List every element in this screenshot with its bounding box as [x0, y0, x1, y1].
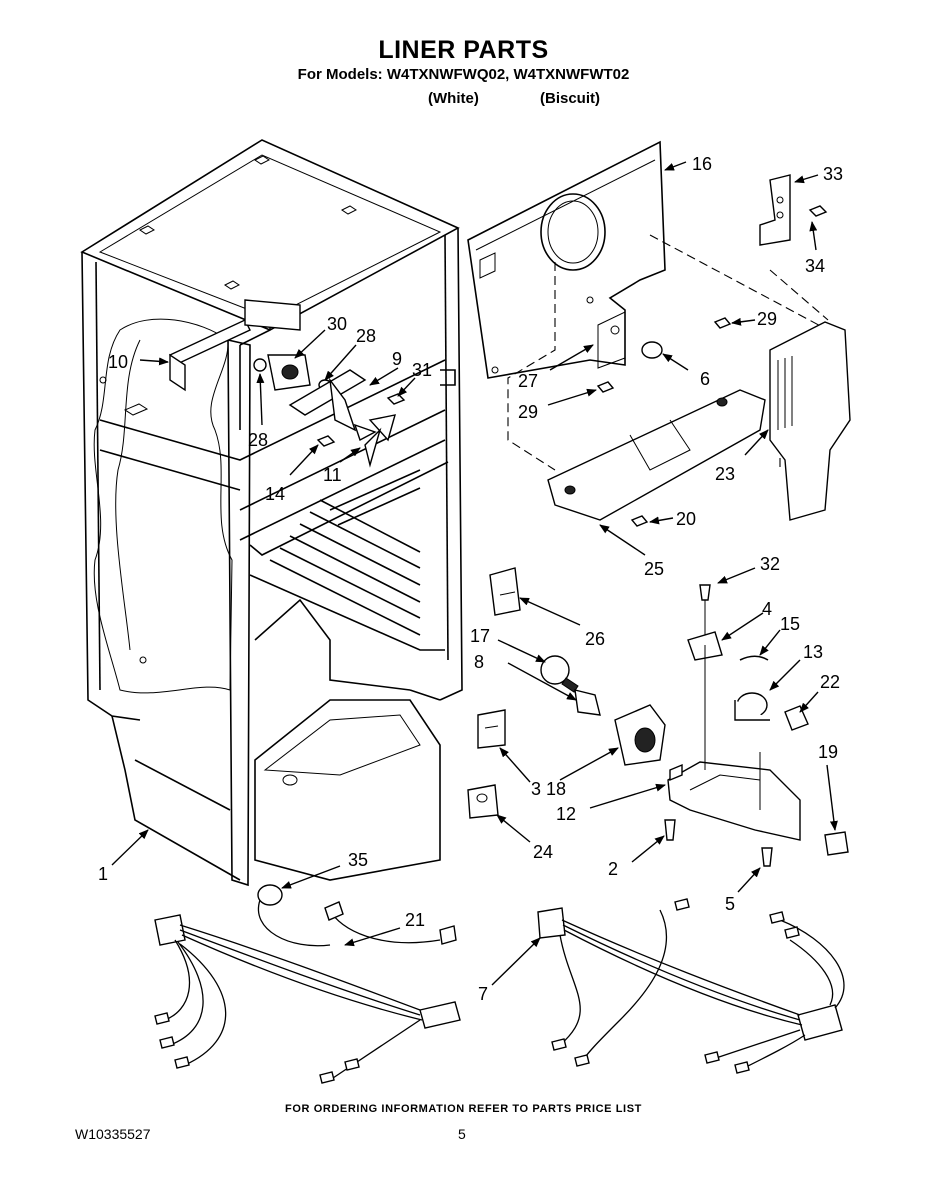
freezer-bracket-10 — [169, 299, 301, 392]
callout-8: 8 — [474, 652, 484, 672]
callout-13: 13 — [803, 642, 823, 662]
callout-4: 4 — [762, 599, 772, 619]
document-number: W10335527 — [75, 1126, 151, 1142]
fan-blade-11 — [353, 414, 396, 468]
plug-6 — [641, 341, 663, 359]
callout-18: 18 — [546, 779, 566, 799]
callout-5: 5 — [725, 894, 735, 914]
page-number: 5 — [458, 1126, 466, 1142]
screw-2 — [664, 819, 676, 841]
switch-3 — [477, 709, 506, 749]
light-socket-26 — [489, 567, 521, 616]
callout-26: 26 — [585, 629, 605, 649]
connector-19 — [824, 831, 849, 856]
wire-harness-21 — [154, 884, 461, 1084]
screw-32 — [699, 584, 711, 640]
screw-29b — [596, 381, 615, 393]
callout-numbers: 10 30 28 9 31 28 14 11 16 33 34 29 6 27 … — [98, 154, 843, 1004]
callout-12: 12 — [556, 804, 576, 824]
callout-35: 35 — [348, 850, 368, 870]
screw-20 — [630, 515, 649, 527]
callout-29a: 29 — [757, 309, 777, 329]
callout-11: 11 — [323, 465, 342, 485]
ordering-note: FOR ORDERING INFORMATION REFER TO PARTS … — [285, 1103, 642, 1115]
screw-14 — [316, 435, 336, 447]
callout-24: 24 — [533, 842, 553, 862]
callout-25: 25 — [644, 559, 664, 579]
callout-17: 17 — [470, 626, 490, 646]
screw-5 — [761, 847, 773, 867]
wire-harness-7 — [537, 898, 845, 1074]
callout-6: 6 — [700, 369, 710, 389]
callout-29b: 29 — [518, 402, 538, 422]
air-duct-cover-23 — [769, 321, 851, 521]
callout-1: 1 — [98, 864, 108, 884]
callout-20: 20 — [676, 509, 696, 529]
callout-21: 21 — [405, 910, 425, 930]
damper-control-13 — [734, 692, 770, 721]
spring-15 — [739, 655, 769, 661]
lamp-cover-18 — [614, 704, 666, 766]
model-list: For Models: W4TXNWFWQ02, W4TXNWFWT02 — [297, 66, 630, 83]
callout-31: 31 — [412, 360, 432, 380]
liner-cabinet — [80, 139, 463, 887]
callout-32: 32 — [760, 554, 780, 574]
callout-2: 2 — [608, 859, 618, 879]
variant-white-label: (White) — [428, 90, 479, 107]
control-housing-12 — [667, 645, 801, 841]
callout-28a: 28 — [356, 326, 376, 346]
callout-33: 33 — [823, 164, 843, 184]
callout-15: 15 — [780, 614, 800, 634]
callout-27: 27 — [518, 371, 538, 391]
variant-biscuit-label: (Biscuit) — [540, 90, 600, 107]
evaporator-cover — [467, 140, 666, 379]
screw-31 — [386, 393, 406, 405]
callout-23: 23 — [715, 464, 735, 484]
page-title: LINER PARTS — [378, 36, 549, 64]
callout-7: 7 — [478, 984, 488, 1004]
callout-19: 19 — [818, 742, 838, 762]
lamp-socket-8 — [574, 689, 601, 716]
callout-30: 30 — [327, 314, 347, 334]
grille-25 — [547, 389, 766, 521]
callout-28b: 28 — [248, 430, 268, 450]
callout-14: 14 — [265, 484, 285, 504]
switch-24 — [467, 784, 499, 819]
callout-16: 16 — [692, 154, 712, 174]
sensor-22 — [784, 705, 809, 731]
callout-22: 22 — [820, 672, 840, 692]
fan-motor-bracket-9 — [288, 369, 367, 432]
light-bulb-17 — [540, 655, 579, 693]
bracket-33 — [759, 174, 828, 246]
leader-lines — [111, 161, 838, 986]
callout-10: 10 — [108, 352, 128, 372]
callout-34: 34 — [805, 256, 825, 276]
callout-9: 9 — [392, 349, 402, 369]
callout-3: 3 — [531, 779, 541, 799]
thermostat-30 — [267, 354, 311, 391]
screw-29a — [713, 317, 732, 329]
